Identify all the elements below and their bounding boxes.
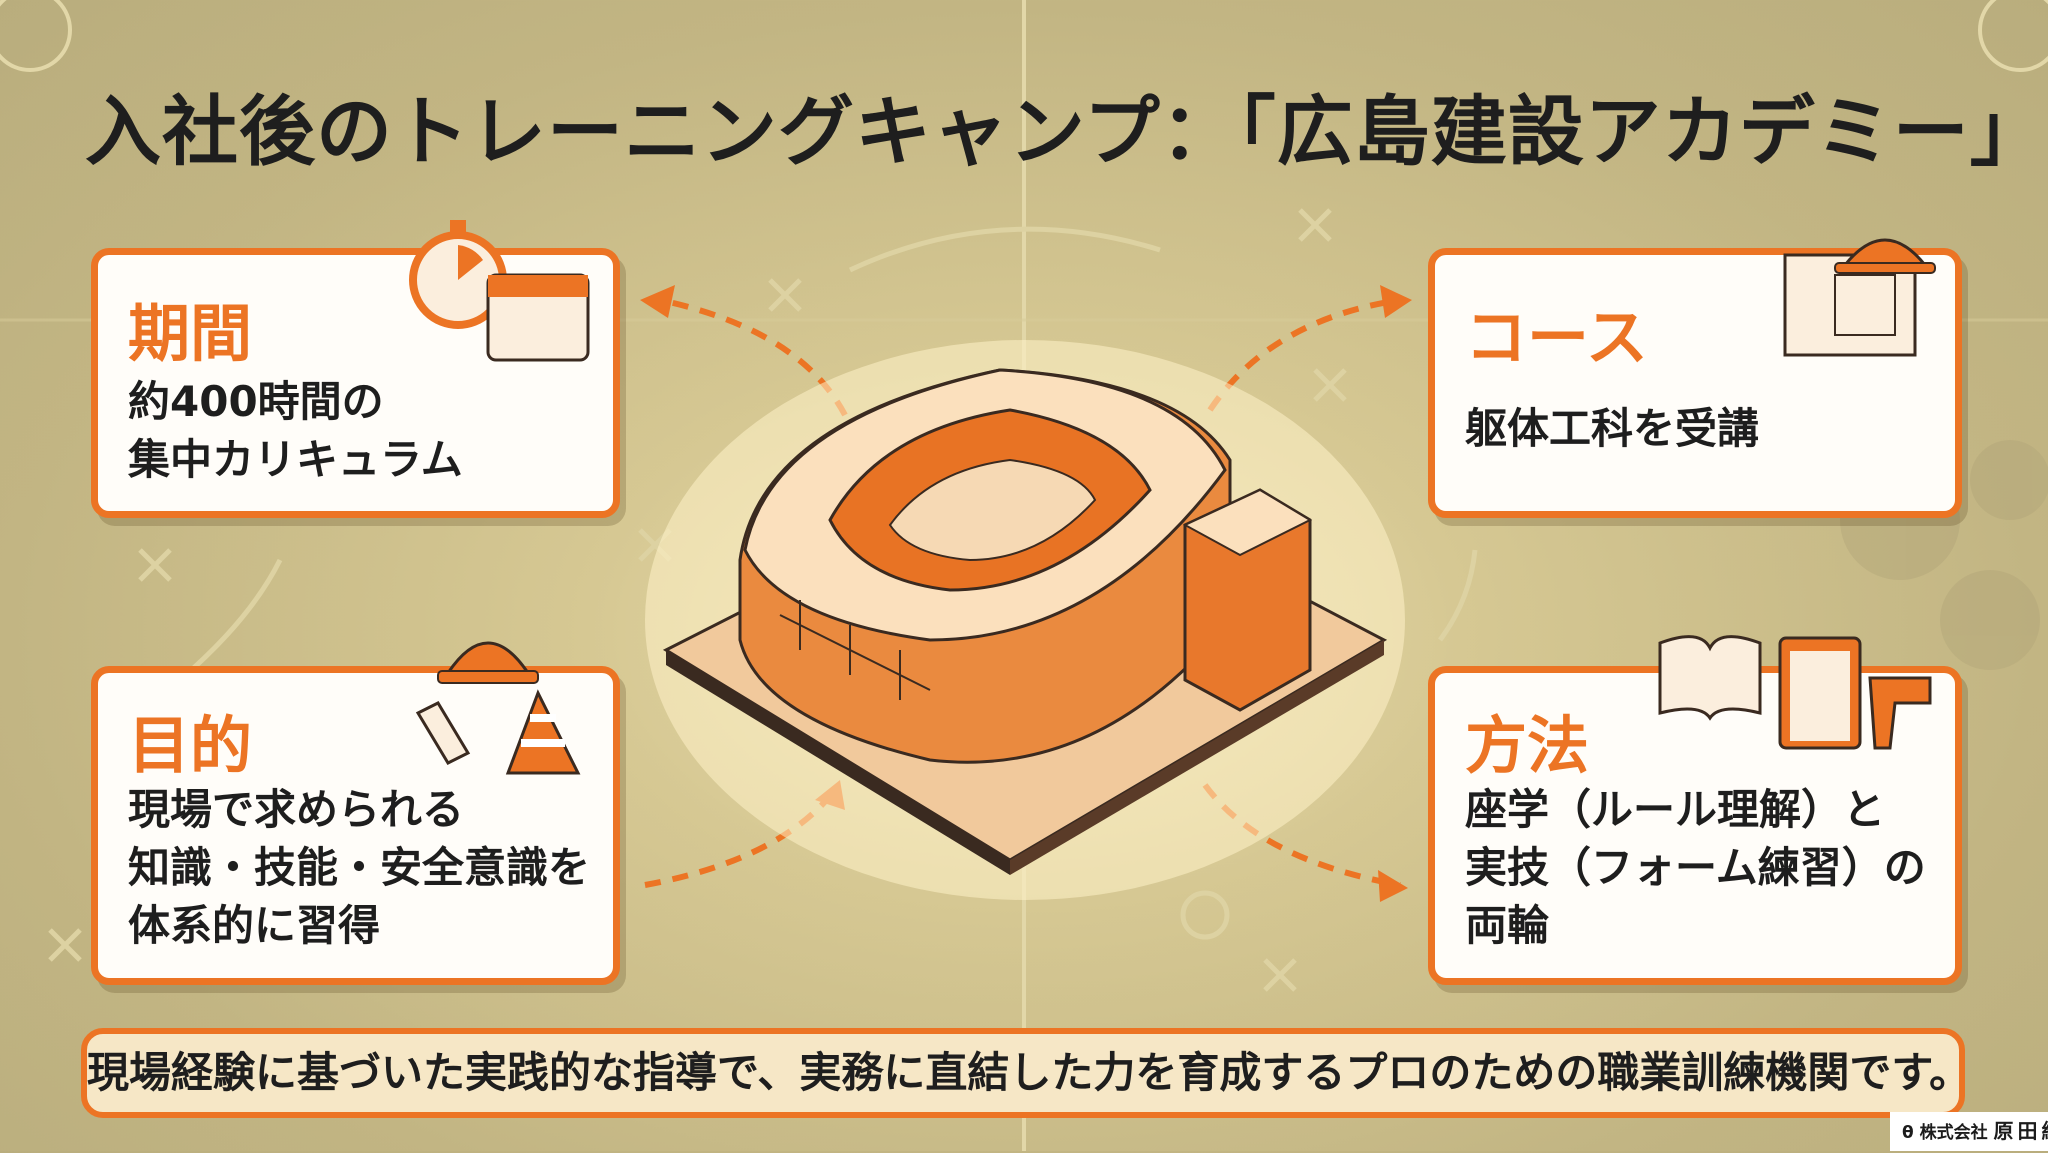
panel-period: 期間 約400時間の 集中カリキュラム xyxy=(91,220,620,518)
panel-course-line: 躯体工科を受講 xyxy=(1465,404,1760,453)
safety-gear-icon xyxy=(415,641,581,775)
panel-method-body: 座学（ルール理解）と 実技（フォーム練習）の 両輪 xyxy=(1465,781,1926,955)
panel-method-line: 両輪 xyxy=(1465,901,1550,950)
logo-mark-icon: θ xyxy=(1902,1123,1920,1143)
panel-method: 方法 座学（ルール理解）と 実技（フォーム練習）の 両輪 xyxy=(1428,635,1962,985)
panel-period-line: 集中カリキュラム xyxy=(128,435,463,484)
logo-prefix: 株式会社 xyxy=(1919,1123,1988,1143)
book-clipboard-drill-icon xyxy=(1658,635,1932,750)
panel-purpose-body: 現場で求められる 知識・技能・安全意識を 体系的に習得 xyxy=(128,781,590,955)
panel-course-heading: コース xyxy=(1465,301,1648,374)
panel-period-body: 約400時間の 集中カリキュラム xyxy=(128,373,463,489)
panel-purpose-line: 現場で求められる xyxy=(128,785,465,834)
panel-period-line: 約400時間の xyxy=(128,377,384,426)
panel-course: コース 躯体工科を受講 xyxy=(1428,238,1962,518)
panel-method-line: 実技（フォーム練習）の xyxy=(1465,843,1926,892)
panel-purpose-heading: 目的 xyxy=(128,709,253,782)
panel-period-heading: 期間 xyxy=(128,297,253,370)
panel-purpose: 目的 現場で求められる 知識・技能・安全意識を 体系的に習得 xyxy=(91,641,620,985)
panel-method-line: 座学（ルール理解）と xyxy=(1465,785,1886,834)
company-logo: θ 株式会社 原田組 xyxy=(1890,1112,2048,1151)
stopwatch-calendar-icon xyxy=(409,220,590,362)
page-title: 入社後のトレーニングキャンプ：「広島建設アカデミー」 xyxy=(85,87,2047,176)
stadium-illustration xyxy=(645,340,1405,900)
panel-course-body: 躯体工科を受講 xyxy=(1465,400,1759,458)
logo-name: 原田組 xyxy=(1993,1119,2048,1143)
blueprint-helmet-icon xyxy=(1783,238,1936,357)
panel-purpose-line: 体系的に習得 xyxy=(128,901,381,950)
footer-banner: 現場経験に基づいた実践的な指導で、実務に直結した力を育成するプロのための職業訓練… xyxy=(81,1028,1971,1118)
panel-purpose-line: 知識・技能・安全意識を xyxy=(128,843,591,892)
panel-method-heading: 方法 xyxy=(1465,709,1590,782)
